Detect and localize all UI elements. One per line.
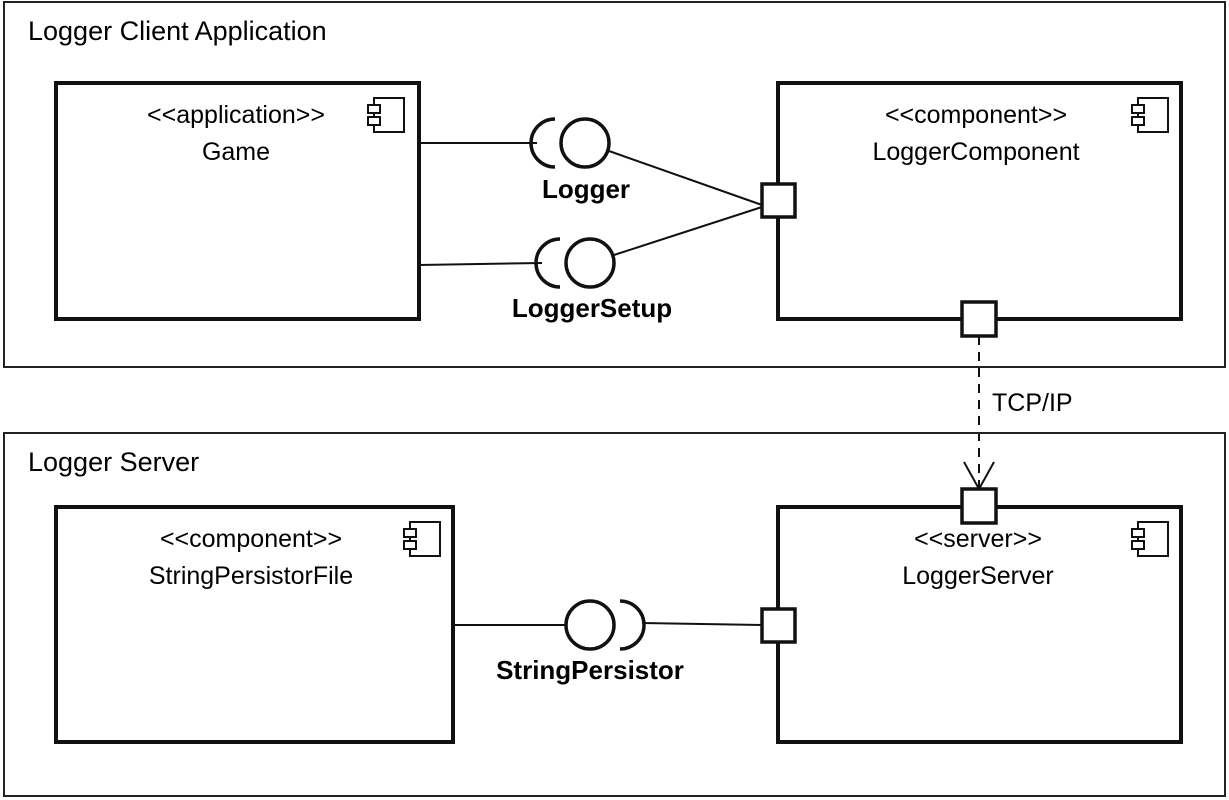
logger-socket bbox=[529, 117, 556, 169]
game-name: Game bbox=[202, 138, 270, 166]
logger-component-left-port[interactable] bbox=[760, 182, 797, 219]
string-persistor-file-box[interactable] bbox=[54, 505, 455, 744]
client-frame-border bbox=[3, 1, 1226, 368]
string-persistor-file-component[interactable]: <<component>> StringPersistorFile bbox=[54, 505, 455, 744]
logger-server-component[interactable]: <<server>> LoggerServer bbox=[776, 505, 1183, 744]
component-icon bbox=[1131, 521, 1169, 557]
component-icon bbox=[403, 521, 441, 557]
logger-component-bottom-port[interactable] bbox=[960, 300, 998, 338]
game-component-box[interactable] bbox=[54, 81, 421, 321]
game-stereotype: <<application>> bbox=[147, 101, 325, 129]
logger-server-stereotype: <<server>> bbox=[914, 525, 1042, 553]
stringpersistor-socket-to-port-line bbox=[641, 622, 763, 626]
logger-setup-ball bbox=[564, 237, 616, 289]
server-frame: Logger Server bbox=[3, 432, 1226, 797]
client-frame-label: Logger Client Application bbox=[28, 16, 327, 46]
tcp-ip-label: TCP/IP bbox=[992, 389, 1073, 417]
client-frame: Logger Client Application bbox=[3, 1, 1226, 368]
server-frame-label: Logger Server bbox=[28, 447, 199, 477]
logger-server-name: LoggerServer bbox=[902, 562, 1053, 590]
component-icon bbox=[1131, 97, 1169, 133]
logger-ball-to-port-line bbox=[608, 150, 763, 206]
logger-server-top-port[interactable] bbox=[960, 487, 998, 525]
string-persistor-file-name: StringPersistorFile bbox=[149, 562, 353, 590]
game-component[interactable]: <<application>> Game bbox=[54, 81, 421, 321]
string-persistor-ball bbox=[564, 599, 616, 651]
string-persistor-interface[interactable]: StringPersistor bbox=[453, 599, 763, 685]
logger-setup-socket bbox=[534, 237, 561, 289]
logger-setup-interface-label: LoggerSetup bbox=[512, 293, 672, 323]
string-persistor-interface-label: StringPersistor bbox=[496, 655, 684, 685]
logger-component-stereotype: <<component>> bbox=[885, 101, 1067, 129]
loggersetup-ball-to-port-line bbox=[613, 206, 763, 256]
logger-component-name: LoggerComponent bbox=[872, 138, 1079, 166]
game-to-loggersetup-socket-line bbox=[418, 262, 543, 266]
string-persistor-file-stereotype: <<component>> bbox=[160, 525, 342, 553]
tcp-ip-dependency[interactable]: TCP/IP bbox=[963, 336, 1073, 492]
logger-setup-interface[interactable]: LoggerSetup bbox=[418, 206, 763, 323]
logger-interface-label: Logger bbox=[542, 174, 630, 204]
string-persistor-socket bbox=[619, 599, 646, 651]
component-icon bbox=[367, 97, 405, 133]
logger-ball bbox=[559, 117, 611, 169]
logger-component-box[interactable] bbox=[776, 81, 1183, 321]
logger-server-left-port[interactable] bbox=[760, 607, 797, 644]
server-frame-border bbox=[3, 432, 1226, 797]
logger-component[interactable]: <<component>> LoggerComponent bbox=[776, 81, 1183, 321]
logger-interface[interactable]: Logger bbox=[419, 117, 763, 206]
